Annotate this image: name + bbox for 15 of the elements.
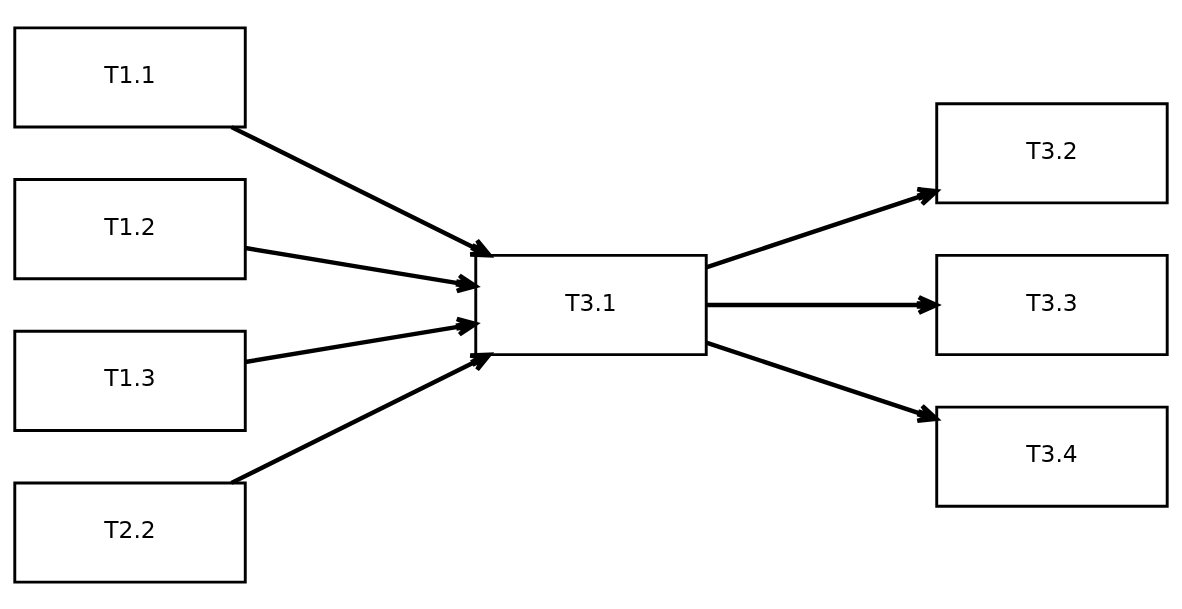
arrow	[244, 316, 478, 364]
arrow	[706, 294, 939, 315]
node-box: T1.2	[13, 177, 247, 280]
arrow	[244, 245, 478, 293]
node-box: T3.4	[935, 405, 1169, 508]
arrow	[230, 352, 492, 485]
node-box: T1.1	[13, 25, 247, 128]
arrow	[705, 340, 939, 423]
node-box: T3.2	[935, 101, 1169, 204]
arrow	[705, 186, 939, 269]
node-box: T2.2	[13, 481, 247, 584]
node-box: T3.1	[474, 253, 708, 356]
node-box: T3.3	[935, 253, 1169, 356]
arrow	[230, 124, 492, 257]
node-box: T1.3	[13, 329, 247, 432]
